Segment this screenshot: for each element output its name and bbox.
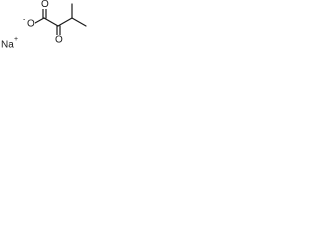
counterion-na: Na [1,40,14,51]
bond-c1-c2 [43,17,59,27]
bond-c1-o-single [34,17,45,24]
atom-o-carboxyl-double: O [41,0,49,10]
bond-c3-methyl-b [71,17,87,27]
atom-bg [40,0,49,9]
atom-o-carboxyl-single: O [27,19,35,30]
atom-o-charge: - [23,17,26,24]
structure-diagram: O O - O Na + [1,0,87,51]
atom-bg [23,19,35,29]
bond-layer [34,3,87,37]
atom-bg [54,35,63,45]
bond-c2-c3 [57,17,73,27]
atom-o-ketone: O [55,35,63,46]
counterion-na-charge: + [14,36,18,43]
atom-layer: O O - O Na + [1,0,63,51]
